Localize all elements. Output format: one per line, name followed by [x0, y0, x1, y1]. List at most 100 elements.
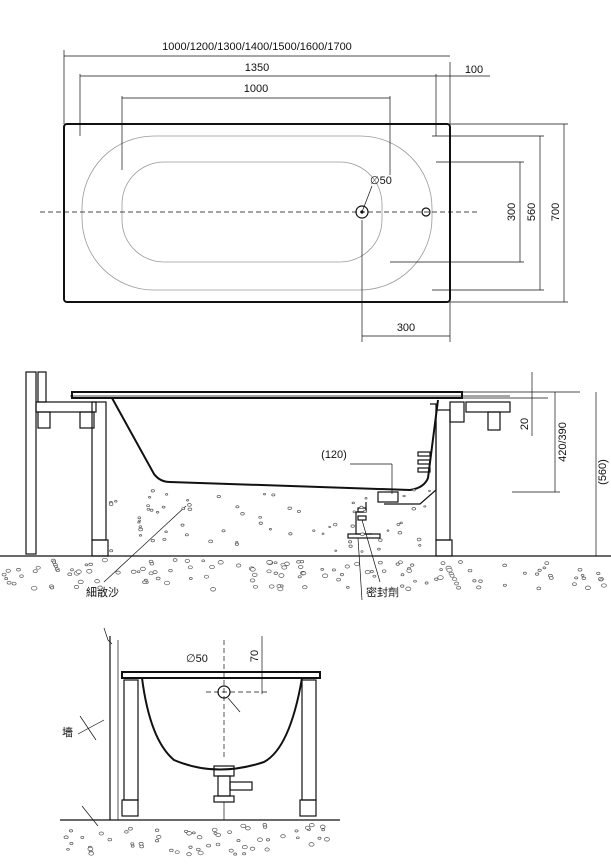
top-view: 1000/1200/1300/1400/1500/1600/1700 1350 …: [40, 41, 568, 342]
pebble: [265, 838, 271, 842]
dim-label-420-390: 420/390: [557, 422, 569, 462]
pebble: [233, 852, 238, 856]
pebble: [346, 586, 350, 589]
pebble: [304, 825, 311, 830]
pebble: [296, 560, 301, 564]
pebble: [186, 499, 190, 502]
overflow-hole: [421, 207, 431, 217]
pebble: [51, 560, 57, 564]
pebble: [268, 528, 272, 531]
end-tub-body: [141, 677, 303, 771]
dim-label-1350: 1350: [245, 62, 269, 74]
pebble: [149, 508, 154, 512]
dim-label-560-side: (560): [597, 459, 609, 485]
pebble: [148, 571, 154, 576]
pebble: [149, 562, 155, 566]
pebble: [174, 850, 180, 855]
pebble: [49, 586, 55, 590]
pebble: [294, 829, 299, 833]
pebble: [264, 847, 270, 852]
pebble: [249, 567, 256, 572]
pebble: [399, 521, 403, 525]
pebble: [94, 579, 100, 584]
pebble: [245, 826, 251, 831]
pebble: [108, 502, 114, 506]
pebble: [472, 579, 477, 583]
pebble: [258, 515, 262, 519]
pebble: [107, 837, 113, 842]
pebble: [319, 824, 326, 829]
pebble: [56, 569, 60, 573]
pebble: [410, 563, 415, 567]
dim-label-560-v: 560: [526, 203, 538, 221]
pebble: [130, 842, 135, 846]
pebble: [187, 503, 192, 507]
pebble: [439, 568, 443, 571]
dim-label-300-bottom: 300: [397, 322, 415, 334]
pebble: [150, 539, 155, 543]
pebble: [84, 563, 89, 567]
dim-label-1000: 1000: [244, 83, 268, 95]
pebble: [581, 576, 587, 580]
pebble: [502, 583, 507, 587]
pebble: [98, 831, 104, 836]
pebble: [75, 569, 82, 574]
pebble: [348, 540, 353, 544]
pebble: [180, 523, 185, 527]
pebble: [413, 579, 417, 583]
pebble: [187, 565, 193, 570]
pebble: [386, 529, 390, 532]
pebble: [502, 563, 507, 568]
pebble: [458, 560, 463, 564]
pebble: [114, 500, 118, 503]
pebble: [372, 574, 377, 578]
pebble: [188, 845, 193, 849]
pebble: [378, 538, 383, 542]
pebble: [405, 586, 412, 591]
pebble: [449, 573, 455, 578]
pebble: [446, 567, 453, 573]
pebble: [428, 489, 431, 492]
pebble: [146, 507, 151, 511]
pebble: [203, 574, 209, 579]
pebble: [577, 567, 583, 572]
pebble: [240, 823, 247, 828]
pebble: [138, 842, 144, 846]
pebble: [5, 568, 11, 573]
pebble: [382, 569, 387, 573]
pebble: [88, 851, 94, 856]
label-wall: 墻: [62, 725, 73, 739]
pebble: [115, 570, 121, 575]
dim-label-drain-end: ∅50: [186, 653, 208, 665]
pebble: [161, 505, 166, 509]
pebble: [257, 837, 263, 842]
pebble: [97, 585, 103, 590]
dim-label-120: (120): [321, 449, 347, 461]
dim-label-70: 70: [249, 650, 261, 662]
pebble: [317, 836, 322, 840]
label-sealant: 密封劑: [366, 585, 399, 599]
dim-label-300-v: 300: [506, 203, 518, 221]
pebble: [523, 571, 527, 575]
pebble: [437, 575, 444, 580]
pebble: [137, 516, 142, 520]
pebble: [277, 586, 284, 592]
pebble: [542, 566, 547, 570]
dim-label-700-v: 700: [550, 203, 562, 221]
side-view: (120) 20 420/390 (560) 細散沙 密封劑: [0, 371, 611, 601]
pebble: [152, 570, 158, 574]
pebble: [397, 531, 403, 535]
pebble: [217, 560, 224, 565]
pebble: [271, 493, 276, 497]
pebble: [156, 835, 162, 839]
pebble: [155, 576, 161, 581]
end-view: 墻 ∅50 70: [60, 627, 340, 827]
pebble: [184, 829, 189, 833]
pebble: [331, 568, 336, 572]
pebble: [191, 831, 196, 835]
pebble: [209, 564, 215, 570]
pebble: [287, 506, 292, 510]
pebble: [535, 572, 540, 576]
pebble: [377, 560, 383, 565]
pebble: [258, 521, 263, 525]
